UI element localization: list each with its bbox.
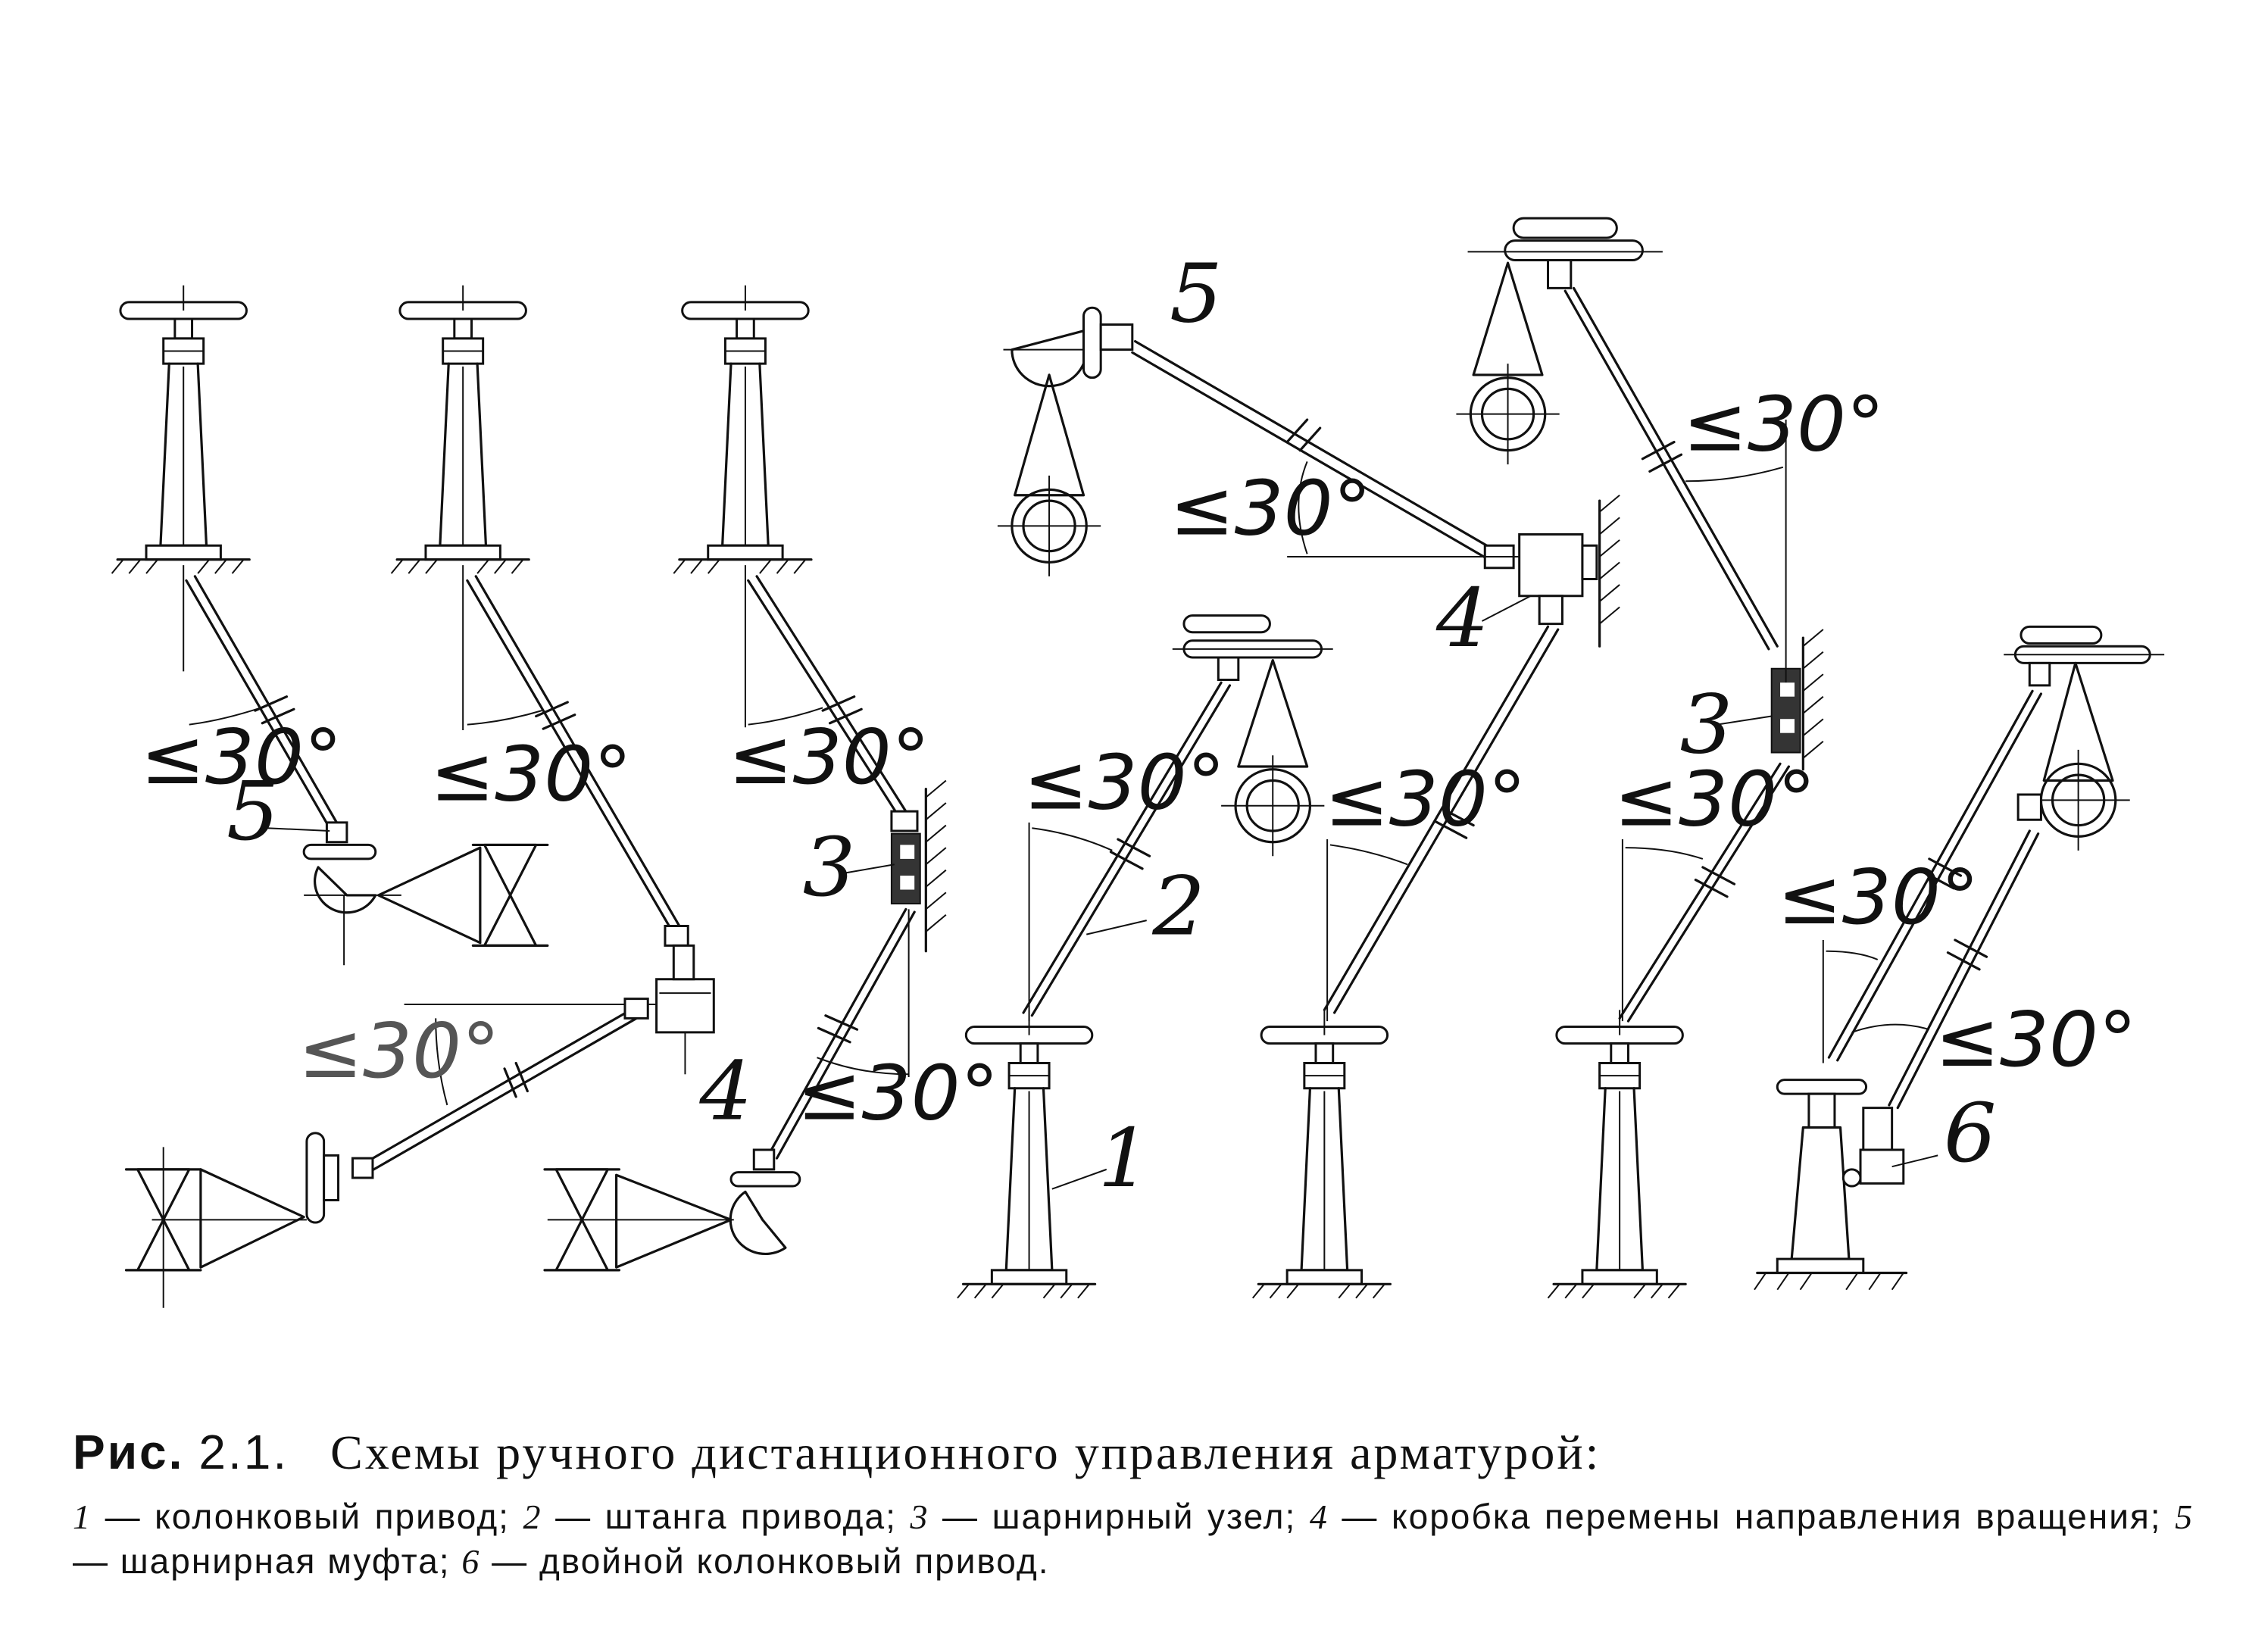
scheme-a: ≤30° 5 — [112, 286, 548, 966]
angle-label-f1: ≤30° — [1777, 853, 1979, 942]
legend-item: 3 — шарнирный узел; — [910, 1497, 1297, 1536]
figure-title: Схемы ручного дистанционного управления … — [330, 1426, 1601, 1479]
figure-caption: Рис. 2.1. Схемы ручного дистанционного у… — [73, 1424, 2194, 1584]
angle-label-d2: ≤30° — [1023, 739, 1226, 827]
label-hinge-unit-e: 3 — [1680, 677, 1733, 772]
angle-label-a: ≤30° — [140, 713, 342, 801]
figure-label: Рис. — [73, 1425, 185, 1479]
angle-label-e1: ≤30° — [1682, 380, 1885, 469]
angle-label-d3: ≤30° — [1324, 755, 1526, 844]
angle-label-f2: ≤30° — [1935, 995, 2137, 1084]
label-gearbox-b: 4 — [698, 1044, 752, 1138]
label-double-column: 6 — [1944, 1085, 1997, 1180]
label-hinge-unit-c: 3 — [803, 820, 856, 914]
angle-label-d1: ≤30° — [1170, 464, 1372, 553]
legend-item: 1 — колонковый привод; — [73, 1497, 510, 1536]
scheme-c: ≤30° ≤30° 3 — [545, 286, 999, 1270]
label-column-drive: 1 — [1098, 1110, 1151, 1205]
angle-label-e2: ≤30° — [1614, 755, 1816, 844]
angle-label-b1: ≤30° — [430, 729, 633, 818]
angle-label-b2: ≤30° — [298, 1007, 501, 1095]
legend-item: 4 — коробка перемены направления вращени… — [1309, 1497, 2162, 1536]
legend-item: 2 — штанга привода; — [523, 1497, 897, 1536]
legend-item: 5 — шарнирная муфта; — [73, 1497, 2194, 1581]
scheme-e: ≤30° 3 ≤30° — [1456, 218, 1885, 1298]
label-gearbox-d: 4 — [1435, 570, 1489, 665]
figure-index: 2.1. — [198, 1425, 289, 1479]
scheme-b: ≤30° ≤30° 4 — [127, 286, 752, 1308]
scheme-f: ≤30° ≤30° 6 — [1754, 626, 2164, 1289]
angle-label-c2: ≤30° — [797, 1049, 999, 1138]
legend-item: 6 — двойной колонковый привод. — [461, 1541, 1050, 1581]
caption-title-line: Рис. 2.1. Схемы ручного дистанционного у… — [73, 1424, 2194, 1481]
label-rod: 2 — [1151, 859, 1205, 954]
scheme-d: 5 ≤30° 4 ≤30° ≤30° 2 1 — [957, 246, 1620, 1298]
label-hinge-coupling-a: 5 — [226, 764, 280, 858]
label-hinge-coupling-d: 5 — [1170, 246, 1223, 341]
angle-label-c1: ≤30° — [728, 713, 930, 801]
caption-legend: 1 — колонковый привод; 2 — штанга привод… — [73, 1494, 2194, 1584]
